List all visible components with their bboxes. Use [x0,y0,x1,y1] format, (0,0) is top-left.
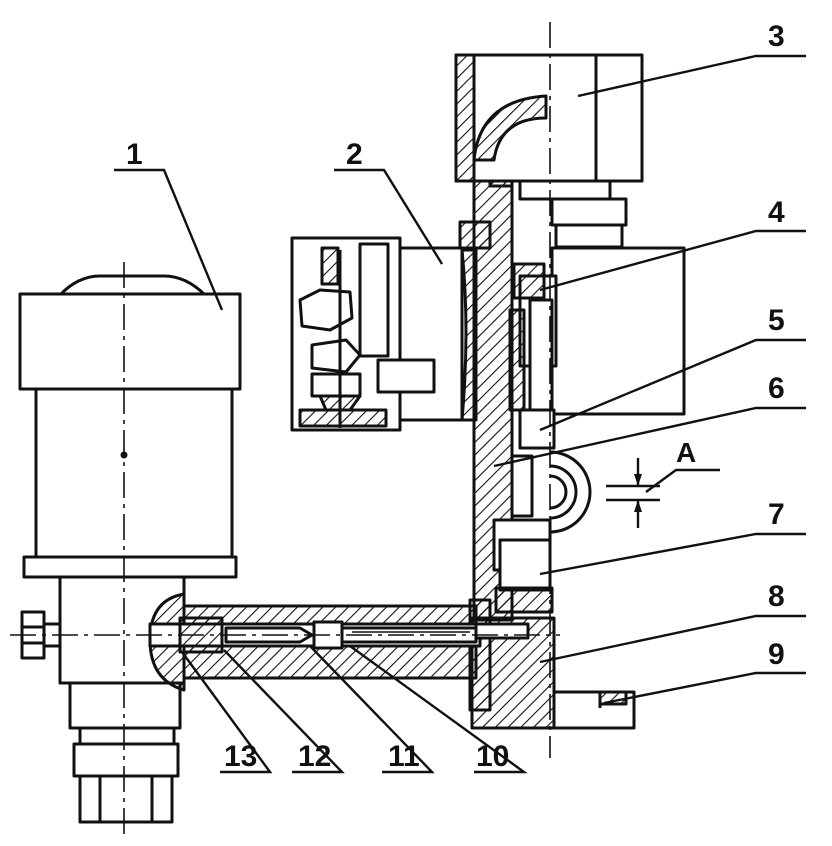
label-12: 12 [298,740,331,773]
label-3: 3 [768,20,785,53]
label-13: 13 [224,740,257,773]
part-2-tool-block [290,236,464,432]
part-1-motor-unit [18,274,242,824]
label-7: 7 [768,498,785,531]
label-5: 5 [768,304,785,337]
label-10: 10 [476,740,509,773]
label-1: 1 [126,138,143,171]
label-8: 8 [768,580,785,613]
part-6-7-cam [492,450,592,614]
label-4: 4 [768,196,785,229]
label-6: 6 [768,372,785,405]
label-11: 11 [388,740,420,773]
label-2: 2 [346,138,363,171]
label-A: A [676,437,696,468]
part-4-5-slide [508,246,686,450]
labels: 1 2 3 4 5 6 A 7 8 9 10 11 12 13 [126,20,785,773]
centre-lines [10,22,560,836]
dimension-arrows [634,474,642,512]
label-9: 9 [768,638,785,671]
leader-lines [114,54,806,774]
part-3-top-housing [454,53,644,249]
